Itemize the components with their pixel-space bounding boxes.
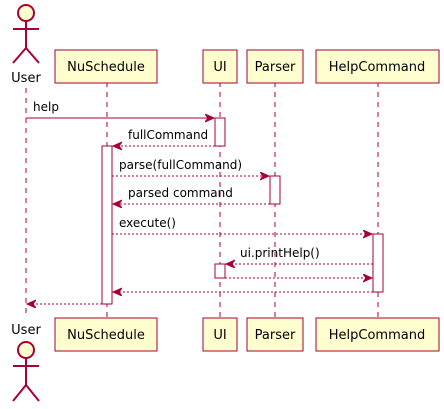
activation-nuschedule [101, 145, 113, 305]
participant-user-bottom-label: User [11, 323, 41, 338]
participant-helpcommand-bottom [315, 317, 440, 352]
activation-helpcommand [372, 233, 384, 293]
participant-ui-top [202, 49, 238, 84]
participant-helpcommand-bottom-label: HelpCommand [329, 328, 425, 343]
participant-helpcommand-top [315, 49, 440, 84]
participant-helpcommand-top-label: HelpCommand [329, 60, 425, 75]
activation-parser [269, 175, 281, 205]
participant-ui-bottom-label: UI [213, 328, 226, 343]
participant-nuschedule-top-label: NuSchedule [67, 60, 145, 75]
message-parse-label: parse(fullCommand) [119, 158, 242, 172]
participant-nuschedule-bottom [54, 317, 158, 352]
user-actor-bottom-icon [12, 341, 40, 402]
participant-ui-bottom [202, 317, 238, 352]
message-fullcommand-label: fullCommand [128, 128, 208, 142]
participant-nuschedule-bottom-label: NuSchedule [67, 328, 145, 343]
participant-parser-top-label: Parser [255, 60, 296, 75]
message-printhelp-label: ui.printHelp() [240, 246, 320, 260]
activation-ui-1 [214, 117, 226, 147]
participant-parser-bottom [246, 317, 304, 352]
message-help-label: help [33, 100, 59, 114]
participant-nuschedule-top [54, 49, 158, 84]
participant-parser-top [246, 49, 304, 84]
user-actor-top-icon [12, 4, 40, 64]
participant-parser-bottom-label: Parser [255, 328, 296, 343]
participant-user-top-label: User [11, 71, 41, 86]
message-execute-label: execute() [119, 216, 176, 230]
participant-ui-top-label: UI [213, 60, 226, 75]
message-parsed-command-label: parsed command [128, 186, 233, 200]
activation-ui-2 [214, 263, 226, 279]
